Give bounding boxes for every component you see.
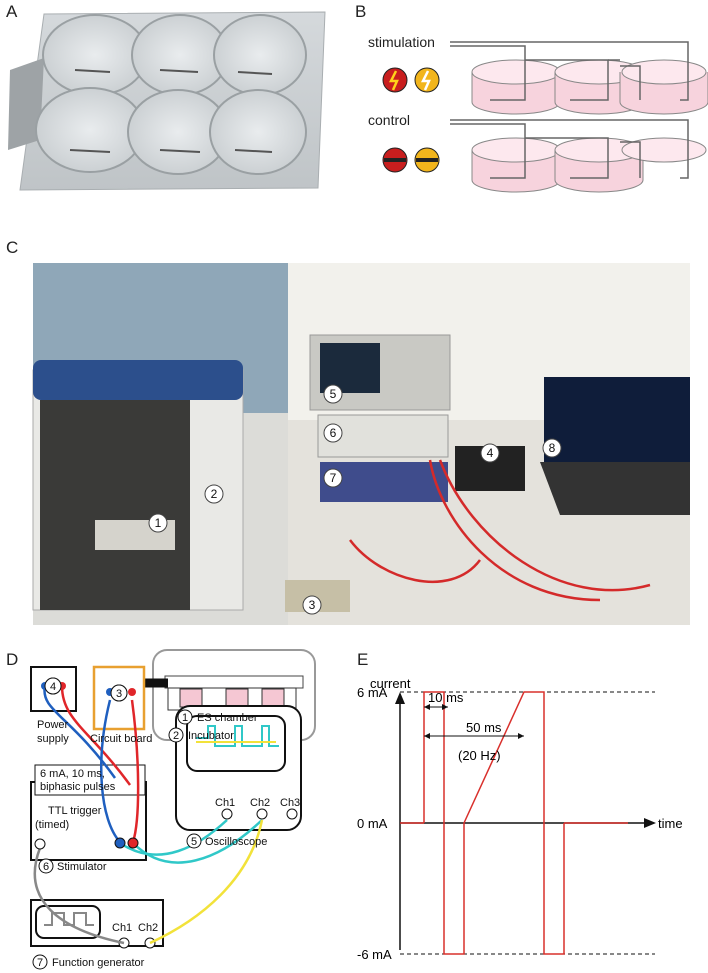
panel-c-letter: C [6, 238, 19, 257]
power-supply-label-1: Power [37, 719, 69, 731]
num-d-5: 5 [191, 836, 197, 848]
y-axis-label: current [370, 676, 411, 691]
num-d-7: 7 [37, 957, 43, 969]
panel-a-letter: A [6, 2, 18, 21]
control-icons [382, 147, 440, 173]
num-d-6: 6 [43, 861, 49, 873]
tick-neg6ma: -6 mA [357, 947, 392, 962]
stim-settings-line-2: biphasic pulses [40, 781, 116, 793]
period-arrow-left [424, 733, 430, 739]
x-axis-label: time [658, 816, 683, 831]
marker-c-1: 1 [155, 516, 162, 530]
num-d-3: 3 [116, 688, 122, 700]
power-supply-label-2: supply [37, 733, 69, 745]
x-axis-arrow [644, 818, 656, 828]
num-d-4: 4 [50, 681, 56, 693]
panel-c-markers [148, 384, 562, 615]
marker-c-2: 2 [211, 487, 218, 501]
stimulation-label: stimulation [368, 34, 435, 50]
stim-settings-line-1: 6 mA, 10 ms, [40, 768, 105, 780]
frequency-label: (20 Hz) [458, 748, 501, 763]
stimulation-icons [382, 67, 440, 93]
pulse-series-line [423, 691, 565, 955]
osc-ch3-label: Ch3 [280, 797, 300, 809]
panel-d-letter: D [6, 650, 19, 669]
es-chamber-wells [179, 688, 285, 708]
marker-c-4: 4 [487, 446, 494, 460]
num-d-1: 1 [182, 712, 188, 724]
osc-ch2-label: Ch2 [250, 797, 270, 809]
marker-c-6: 6 [330, 426, 337, 440]
width-arrow-left [424, 704, 430, 710]
osc-ch1-label: Ch1 [215, 797, 235, 809]
period-arrow-right [518, 733, 524, 739]
stimulation-wires [450, 41, 689, 101]
ttl-trigger-label-1: TTL trigger [48, 805, 102, 817]
oscilloscope-label: Oscilloscope [205, 836, 267, 848]
marker-c-7: 7 [330, 471, 337, 485]
control-wires [450, 119, 689, 179]
tick-0ma: 0 mA [357, 816, 388, 831]
control-label: control [368, 112, 411, 128]
es-chamber-label: ES chamber [197, 712, 258, 724]
panel-e-letter: E [357, 650, 369, 669]
stimulator-label: Stimulator [57, 861, 107, 873]
control-dishes [471, 137, 707, 193]
marker-c-8: 8 [549, 441, 556, 455]
ttl-trigger-label-2: (timed) [35, 819, 69, 831]
width-arrow-right [442, 704, 448, 710]
pulse-width-label: 10 ms [428, 690, 464, 705]
function-generator-label: Function generator [52, 957, 145, 969]
panel-b-letter: B [355, 2, 367, 21]
circuit-board-label: Circuit board [90, 733, 152, 745]
fg-ch2-label: Ch2 [138, 922, 158, 934]
period-label: 50 ms [466, 720, 502, 735]
y-axis-arrow [395, 692, 405, 704]
incubator-label: Incubator [188, 730, 234, 742]
fg-ch1-label: Ch1 [112, 922, 132, 934]
marker-c-3: 3 [309, 598, 316, 612]
marker-c-5: 5 [330, 387, 337, 401]
num-d-2: 2 [173, 730, 179, 742]
tick-6ma: 6 mA [357, 685, 388, 700]
